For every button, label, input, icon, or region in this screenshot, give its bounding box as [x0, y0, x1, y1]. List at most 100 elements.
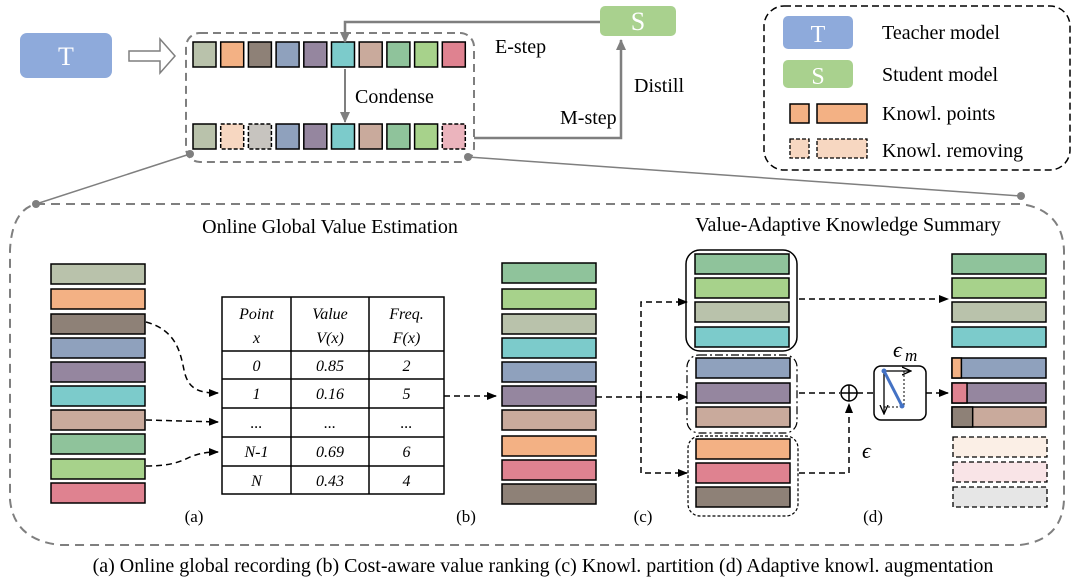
- legend-item-knowl-removing: Knowl. removing: [789, 138, 1023, 162]
- e-step-arrow: [340, 20, 600, 43]
- student-model-box: S: [600, 6, 676, 36]
- condensed-knowledge-row: [192, 123, 467, 150]
- knowledge-point-cell: [303, 123, 328, 150]
- knowledge-point-cell: [413, 123, 439, 150]
- knowledge-bar: [50, 433, 146, 455]
- table-cell: 2: [403, 358, 411, 375]
- table-cell: 0.69: [316, 444, 344, 461]
- legend-knowl-removing-label: Knowl. removing: [882, 140, 1023, 162]
- removed-knowledge-cell: [247, 123, 273, 150]
- table-cell: 4: [403, 473, 411, 490]
- noise-vector: [882, 370, 904, 407]
- legend-item-teacher: T Teacher model: [783, 16, 1000, 49]
- distill-label: Distill: [634, 75, 684, 97]
- table-cell: 0: [253, 358, 261, 375]
- mid-value-group-frame: [686, 354, 798, 434]
- flow-arrow-low-to-sum: [799, 403, 853, 474]
- right-section-title: Value-Adaptive Knowledge Summary: [695, 214, 1000, 236]
- knowledge-bar: [50, 313, 146, 335]
- augmented-knowledge-bar: [951, 406, 1047, 428]
- knowledge-point-cell: [358, 123, 383, 150]
- projection-box: [873, 365, 927, 421]
- removed-knowledge-cell: [441, 123, 467, 150]
- top-knowledge-row: [192, 41, 467, 68]
- augmented-knowledge-bar: [951, 357, 1047, 379]
- mid-value-bar: [695, 406, 791, 428]
- label-d: (d): [863, 507, 883, 526]
- table-header: Point: [238, 306, 274, 323]
- knowledge-point-cell: [330, 123, 356, 150]
- knowledge-buffer-container: [185, 32, 475, 163]
- table-cell: 0.43: [316, 473, 344, 490]
- legend-student-label: Student model: [882, 64, 999, 86]
- knowledge-point-cell: [413, 41, 439, 68]
- knowledge-point-cell: [192, 41, 217, 68]
- knowledge-point-cell: [192, 123, 217, 150]
- student-letter: S: [631, 7, 645, 36]
- table-cell: N-1: [244, 444, 269, 461]
- low-value-bar: [695, 438, 791, 460]
- knowledge-column-a: [50, 263, 146, 504]
- teacher-box-bg: [20, 33, 112, 78]
- knowledge-point-cell: [386, 123, 411, 150]
- ranked-knowledge-bar: [501, 385, 597, 407]
- injected-knowledge-segment: [951, 406, 974, 428]
- table-header: Value: [312, 306, 348, 323]
- removed-knowledge-bar: [952, 486, 1048, 508]
- table-cell: N: [250, 473, 263, 490]
- student-box-bg: [600, 6, 676, 36]
- zoom-connector-left: [35, 153, 191, 205]
- high-value-bar: [694, 326, 790, 348]
- flow-arrow-a-to-row3: [145, 448, 219, 467]
- ranked-knowledge-bar: [501, 262, 597, 284]
- legend-teacher-label: Teacher model: [882, 22, 1000, 44]
- teacher-model-box: T: [20, 33, 112, 78]
- connector-dot: [464, 153, 472, 161]
- legend-item-student: S Student model: [783, 60, 999, 90]
- legend-removing-square: [789, 138, 810, 159]
- connector-dot: [1017, 192, 1025, 200]
- table-header-symbol: x: [252, 330, 260, 347]
- table-header-symbol: F(x): [392, 330, 421, 347]
- m-step-arrow: [474, 39, 626, 140]
- e-step-label: E-step: [495, 36, 546, 58]
- ranked-knowledge-bar: [501, 313, 597, 335]
- injected-knowledge-segment: [951, 357, 963, 379]
- m-step-label: M-step: [560, 107, 617, 129]
- epsilon-label: ϵ: [862, 438, 872, 463]
- top-section: T Condense E-step S M-step Distill: [20, 6, 1025, 208]
- high-value-bar: [694, 277, 790, 299]
- knowledge-bar: [50, 361, 146, 383]
- low-value-group-frame: [687, 435, 799, 517]
- ranked-knowledge-bar: [501, 435, 597, 457]
- table-cell: 6: [403, 444, 411, 461]
- table-cell: ...: [401, 415, 413, 432]
- flow-arrow-a-to-row1: [145, 321, 219, 397]
- knowledge-bar: [50, 263, 146, 285]
- ranked-knowledge-bar: [501, 409, 597, 431]
- ranked-knowledge-bar: [501, 361, 597, 383]
- sum-operator-icon: [840, 384, 858, 402]
- output-knowledge-column: [951, 253, 1048, 508]
- knowledge-bar: [50, 409, 146, 431]
- table-cell: 5: [403, 386, 411, 403]
- ranked-knowledge-bar: [501, 337, 597, 359]
- knowledge-bar: [50, 385, 146, 407]
- table-row: N-1 0.69 6: [244, 444, 411, 461]
- table-row: N 0.43 4: [250, 473, 410, 490]
- knowledge-bar: [50, 337, 146, 359]
- retained-knowledge-bar: [951, 326, 1047, 348]
- teacher-letter: T: [58, 42, 74, 71]
- mid-value-bar: [695, 382, 791, 404]
- legend-item-knowl-points: Knowl. points: [789, 103, 996, 125]
- augmented-knowledge-bar: [951, 382, 1047, 404]
- table-header: Freq.: [388, 306, 424, 323]
- legend-student-swatch: [783, 60, 853, 88]
- zoom-connector-right: [467, 156, 1022, 197]
- flow-arrow-a-to-row2: [145, 417, 219, 426]
- ranked-knowledge-bar: [501, 459, 597, 481]
- label-a: (a): [185, 507, 204, 526]
